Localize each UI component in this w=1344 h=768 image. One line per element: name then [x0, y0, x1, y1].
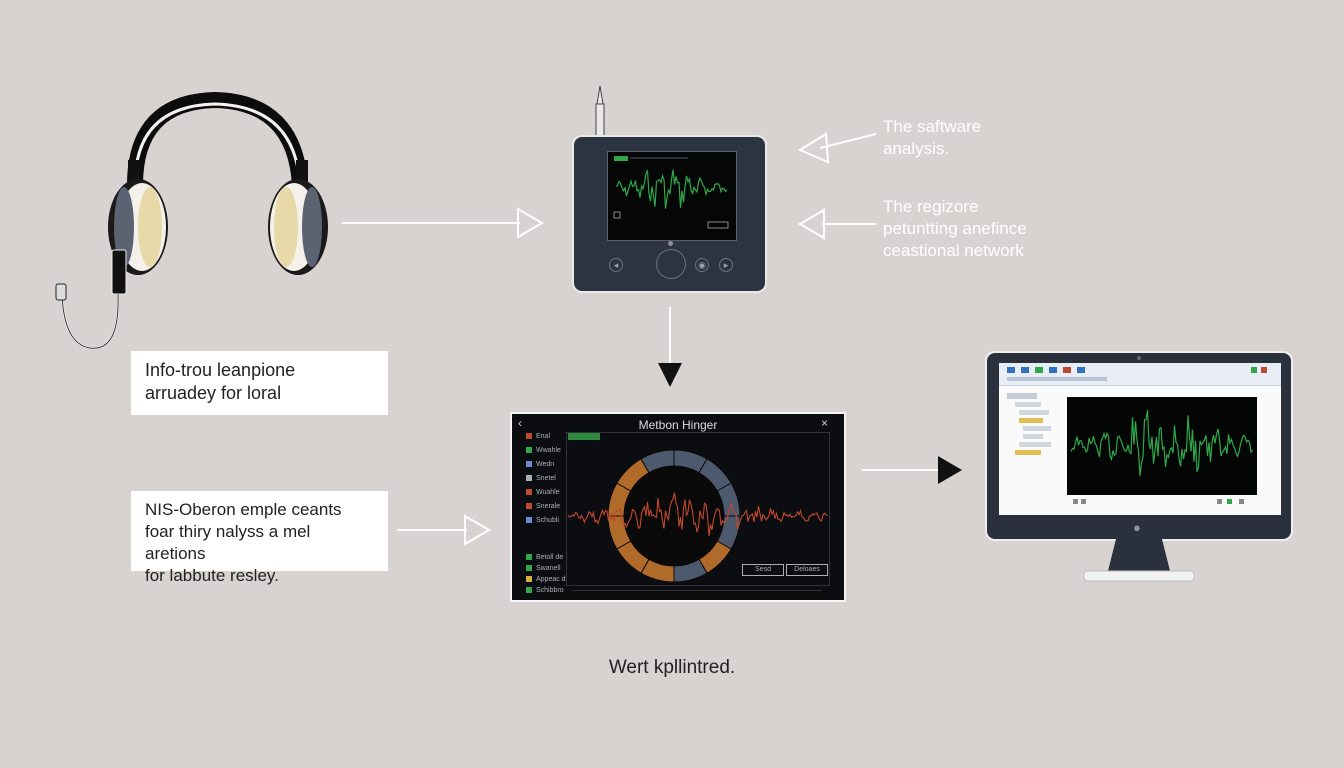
item-icon — [526, 565, 532, 572]
recorder-antenna — [595, 85, 605, 140]
arrow-note-to-recorder-top — [797, 132, 877, 164]
sidebar-item[interactable]: Snetel — [526, 472, 566, 486]
control-icon[interactable] — [1227, 499, 1232, 504]
arrow-recorder-to-analyzer — [658, 307, 682, 387]
sidebar-item[interactable]: Snerale — [526, 500, 566, 514]
recorder-forward-button[interactable]: ▸ — [719, 258, 733, 272]
toolbar-icon[interactable] — [1035, 367, 1043, 373]
arrow-analyzer-to-monitor — [862, 456, 962, 484]
analyzer-sidebar-bottom: Betoll de Swanell Appeac d Schibbro — [526, 552, 566, 596]
apple-logo-icon: ● — [1133, 520, 1141, 535]
arrow-note-to-recorder-mid — [798, 208, 876, 240]
arrow-box-to-analyzer — [397, 514, 491, 546]
item-icon — [526, 489, 532, 496]
recorder-record-button[interactable]: ◉ — [695, 258, 709, 272]
recorder-waveform — [613, 156, 729, 229]
item-icon — [526, 461, 532, 468]
recorder-screen — [607, 151, 737, 241]
sidebar-item[interactable]: Wedn — [526, 458, 566, 472]
app-toolbar — [999, 363, 1281, 386]
headphones-icon — [55, 91, 328, 350]
audio-recorder-device: ◂ ◉ ▸ — [572, 135, 767, 293]
analyzer-window: ‹ Metbon Hinger × Enal Wwahle Wedn Snete… — [510, 412, 846, 602]
diagram-caption: Wert kpllintred. — [608, 657, 736, 678]
analyzer-status-bar — [572, 590, 822, 597]
analyzer-title: Metbon Hinger — [638, 418, 718, 432]
control-icon[interactable] — [1239, 499, 1244, 504]
toolbar-icon[interactable] — [1049, 367, 1057, 373]
nis-label-box: NIS-Oberon emple ceants foar thiry nalys… — [131, 491, 388, 585]
item-icon — [526, 447, 532, 454]
toolbar-icon[interactable] — [1077, 367, 1085, 373]
sidebar-item[interactable]: Wwahle — [526, 444, 566, 458]
monitor-waveform-view — [1067, 397, 1257, 495]
info-label-box: Info-trou leanpione arruadey for loral — [131, 351, 388, 415]
sidebar-item[interactable]: Schibbro — [526, 585, 566, 596]
item-icon — [526, 503, 532, 510]
toolbar-icon[interactable] — [1063, 367, 1071, 373]
item-icon — [526, 475, 532, 482]
item-icon — [526, 587, 532, 594]
file-tree-pane — [1001, 389, 1059, 513]
window-close-icon[interactable] — [1261, 367, 1267, 373]
sidebar-item[interactable]: Wuahle — [526, 486, 566, 500]
analyzer-plot — [566, 432, 830, 586]
toolbar-icon[interactable] — [1021, 367, 1029, 373]
sidebar-item[interactable]: Appeac d — [526, 574, 566, 585]
item-icon — [526, 576, 532, 583]
recorder-main-dial[interactable] — [656, 249, 686, 279]
item-icon — [526, 517, 532, 524]
toolbar-ribbon — [1007, 377, 1107, 381]
software-note: The saftware analysis. — [883, 117, 982, 158]
analyzer-delete-button[interactable]: Deloaes — [786, 564, 828, 576]
control-icon[interactable] — [1081, 499, 1086, 504]
analyzer-back-button[interactable]: ‹ — [518, 416, 522, 430]
sidebar-item[interactable]: Enal — [526, 430, 566, 444]
recorder-top-dot — [668, 241, 673, 246]
analyzer-close-button[interactable]: × — [820, 416, 828, 430]
control-icon[interactable] — [1217, 499, 1222, 504]
toolbar-icon[interactable] — [1007, 367, 1015, 373]
waveform-controls — [1067, 497, 1257, 507]
arrow-headphones-to-recorder — [342, 207, 544, 239]
monitor-camera — [1137, 356, 1141, 360]
item-icon — [526, 433, 532, 440]
sidebar-item[interactable]: Betoll de — [526, 552, 566, 563]
window-min-icon[interactable] — [1251, 367, 1257, 373]
sidebar-item[interactable]: Schubli — [526, 514, 566, 528]
monitor-stand — [1083, 539, 1195, 582]
control-icon[interactable] — [1073, 499, 1078, 504]
analyzer-send-button[interactable]: Sesd — [742, 564, 784, 576]
desktop-monitor: ● — [985, 351, 1293, 541]
monitor-screen — [999, 363, 1281, 515]
recorder-rewind-button[interactable]: ◂ — [609, 258, 623, 272]
item-icon — [526, 554, 532, 561]
analyzer-sidebar: Enal Wwahle Wedn Snetel Wuahle Snerale S… — [526, 430, 566, 528]
regizore-note: The regizore petuntting anefince ceastio… — [883, 197, 1027, 260]
sidebar-item[interactable]: Swanell — [526, 563, 566, 574]
